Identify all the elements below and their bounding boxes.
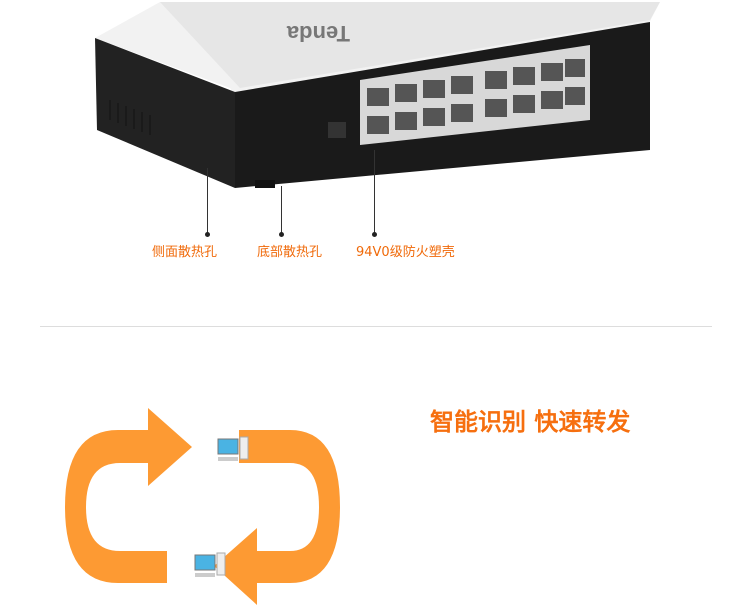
callout-fireproof-shell: 94V0级防火塑壳 — [356, 245, 455, 260]
callout-line — [281, 186, 282, 234]
forwarding-cycle-diagram — [65, 408, 340, 605]
callout-bottom-vents: 底部散热孔 — [257, 245, 323, 260]
left-arrow-icon — [65, 408, 192, 583]
right-arrow-icon — [214, 430, 340, 605]
brand-logo: Tenda — [286, 21, 350, 46]
callout-dot — [205, 232, 210, 237]
callout-side-vents: 侧面散热孔 — [152, 245, 218, 260]
callout-line — [374, 150, 375, 234]
feature-title: 智能识别 快速转发 — [430, 408, 631, 436]
callout-dot — [372, 232, 377, 237]
power-port — [328, 122, 346, 138]
callout-line — [207, 168, 208, 234]
network-switch-image: Tenda — [95, 2, 660, 188]
callout-dot — [279, 232, 284, 237]
section-divider — [40, 326, 712, 327]
computer-icon — [217, 436, 249, 461]
computer-icon — [194, 552, 226, 577]
